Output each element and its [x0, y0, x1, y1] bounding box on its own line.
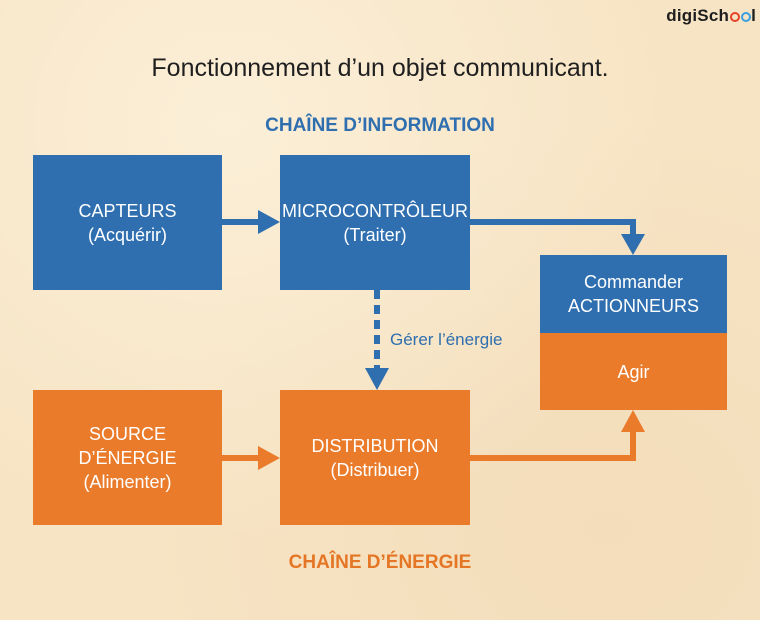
arrow-distribution-to-agir: [470, 410, 645, 461]
chain-information-label: CHAÎNE D’INFORMATION: [265, 115, 495, 136]
diagram-title: Fonctionnement d’un objet communicant.: [151, 54, 609, 82]
box-agir: Agir: [540, 333, 727, 410]
box-capteurs: CAPTEURS (Acquérir): [33, 155, 222, 290]
energie-label: D’ÉNERGIE: [78, 447, 177, 468]
source-label: SOURCE: [88, 423, 166, 444]
microcontroleur-label: MICROCONTRÔLEUR: [281, 200, 468, 221]
digischool-logo: digiSch l: [666, 6, 756, 26]
box-microcontroleur: MICROCONTRÔLEUR (Traiter): [280, 155, 470, 290]
gerer-energie-label: Gérer l’énergie: [390, 330, 503, 349]
arrow-capteurs-to-micro: [222, 210, 280, 234]
distribution-label: DISTRIBUTION: [311, 435, 439, 456]
box-source-energie: SOURCE D’ÉNERGIE (Alimenter): [33, 390, 222, 525]
capteurs-label: CAPTEURS: [78, 200, 177, 221]
source-function: (Alimenter): [83, 471, 172, 492]
logo-ring-blue: [740, 12, 751, 22]
chain-energy-label: CHAÎNE D’ÉNERGIE: [288, 552, 472, 573]
commander-label: Commander: [583, 272, 684, 292]
box-distribution: DISTRIBUTION (Distribuer): [280, 390, 470, 525]
agir-label: Agir: [617, 361, 650, 382]
distribution-function: (Distribuer): [330, 459, 420, 480]
actionneurs-label: ACTIONNEURS: [567, 296, 699, 316]
logo-ring-red: [729, 12, 740, 22]
arrow-source-to-distribution: [222, 446, 280, 470]
logo-text-suffix: l: [751, 6, 756, 25]
logo-text-prefix: digiSch: [666, 6, 730, 25]
microcontroleur-function: (Traiter): [343, 224, 407, 245]
capteurs-function: (Acquérir): [87, 224, 167, 245]
arrow-gerer-energie-dashed: [365, 290, 389, 390]
arrow-micro-to-actionneurs: [470, 219, 645, 255]
box-commander-actionneurs: Commander ACTIONNEURS: [540, 255, 727, 333]
